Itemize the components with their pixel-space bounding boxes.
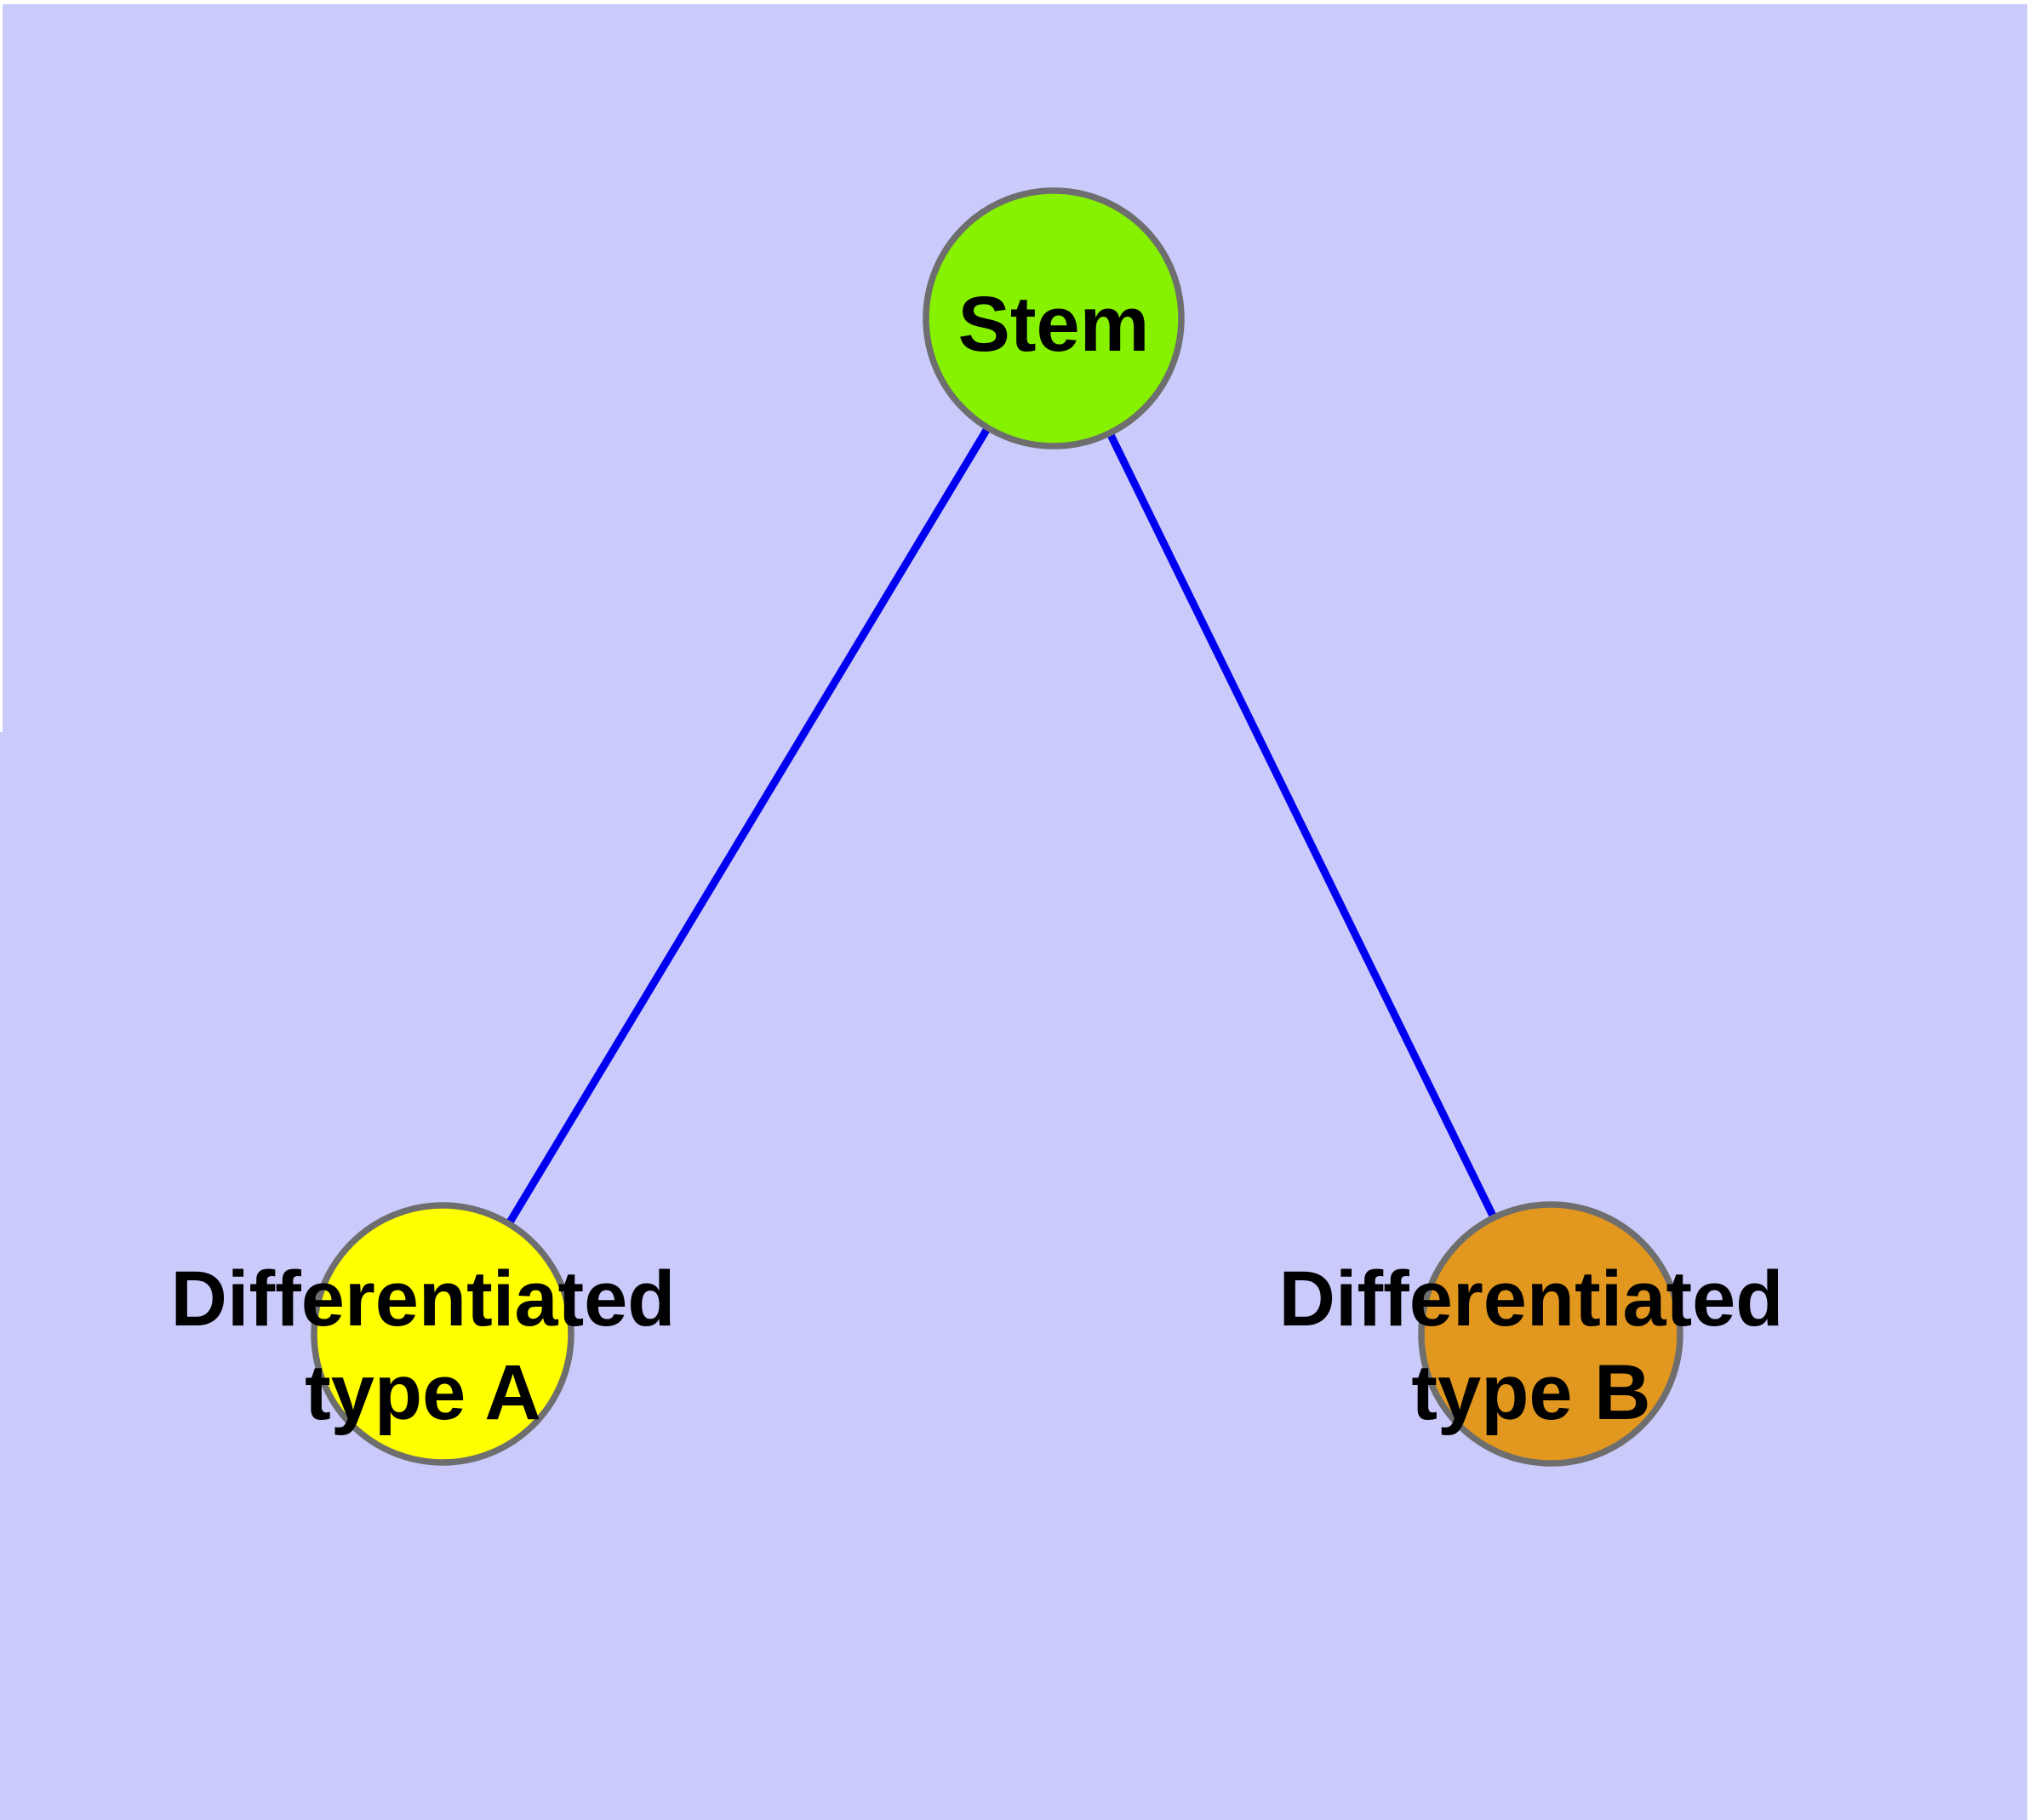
edge-stem-to-type-b [1049,317,1555,1336]
node-type-b-label-line2: type B [1411,1349,1651,1436]
node-type-a-label-line1: Differentiated [170,1256,676,1342]
node-type-b-circle [1418,1201,1683,1467]
node-type-b-label: Differentiated type B [1279,1252,1784,1439]
node-stem-circle [923,187,1185,449]
node-stem-label: Stem [958,278,1150,371]
node-type-a-circle [311,1202,574,1466]
plot-canvas: Stem Differentiated type A Differentiate… [0,4,2027,1820]
graph-svg [311,187,1683,1467]
window-frame-sliver [0,0,3,732]
node-type-a-label-line2: type A [305,1349,541,1436]
node-type-b-label-line1: Differentiated [1278,1256,1784,1342]
node-type-a-label: Differentiated type A [171,1252,676,1439]
edge-stem-to-type-a [439,316,1057,1336]
node-stem-label-line: Stem [957,281,1150,368]
